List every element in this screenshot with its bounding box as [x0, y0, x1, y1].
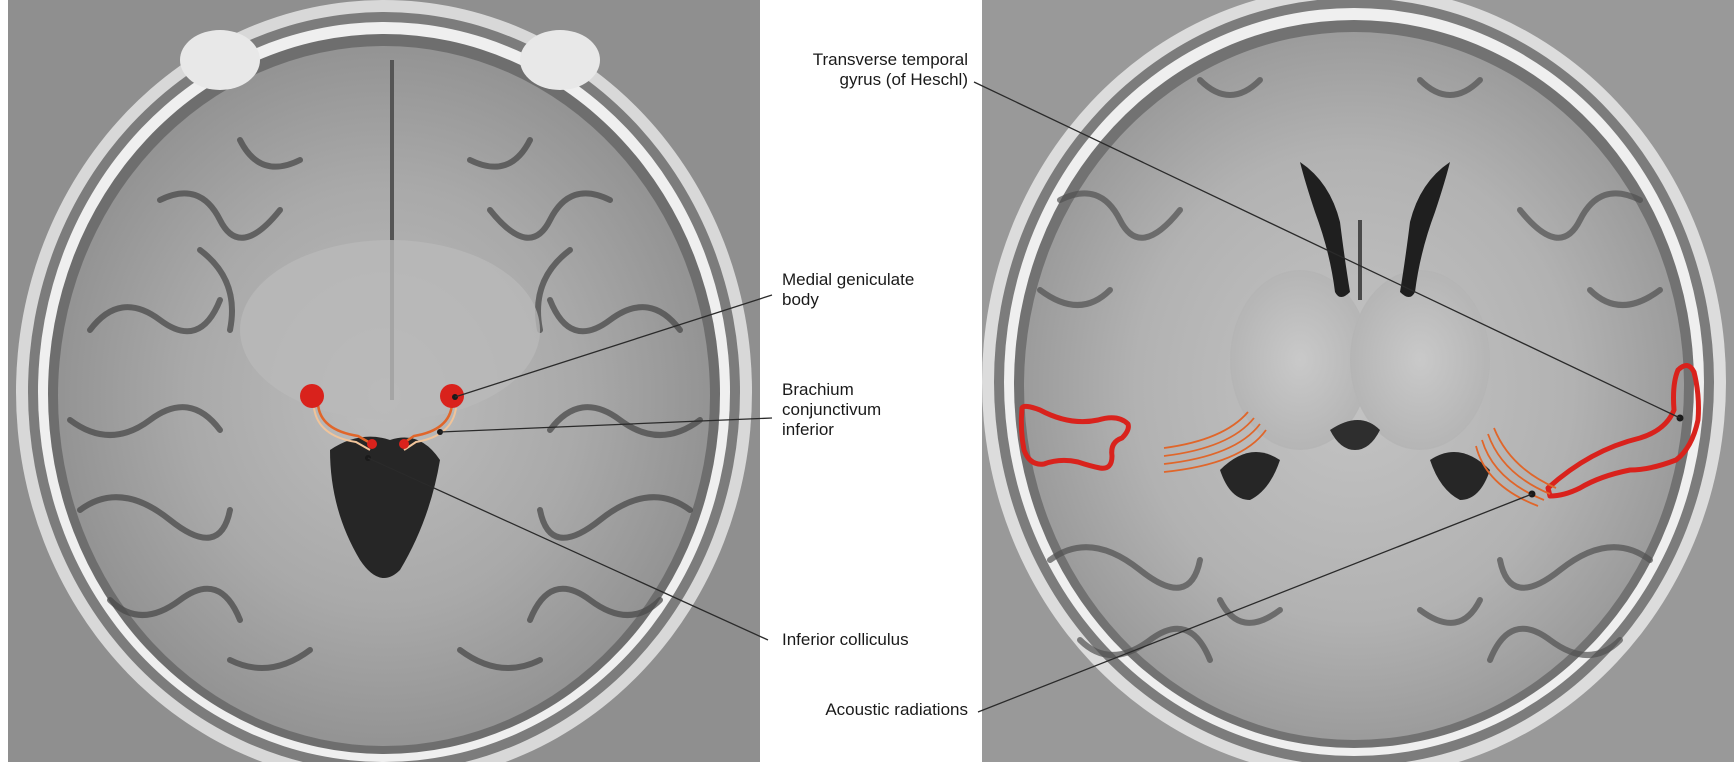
inferior-colliculus-left-marker	[367, 439, 377, 449]
label-line: Acoustic radiations	[760, 700, 968, 720]
label-inferior-colliculus: Inferior colliculus	[782, 630, 909, 650]
label-line: gyrus (of Heschl)	[760, 70, 968, 90]
label-transverse-temporal-gyrus: Transverse temporal gyrus (of Heschl)	[760, 50, 968, 90]
inferior-colliculus-right-marker	[399, 439, 409, 449]
label-acoustic-radiations: Acoustic radiations	[760, 700, 968, 720]
medial-geniculate-body-left-marker	[300, 384, 324, 408]
medial-geniculate-body-right-marker	[440, 384, 464, 408]
label-line: Brachium	[782, 380, 881, 400]
label-brachium-conjunctivum-inferior: Brachium conjunctivum inferior	[782, 380, 881, 440]
mri-panel-left	[8, 0, 760, 762]
label-line: Inferior colliculus	[782, 630, 909, 650]
label-line: inferior	[782, 420, 881, 440]
mri-panel-right	[982, 0, 1734, 762]
label-line: Transverse temporal	[760, 50, 968, 70]
label-line: conjunctivum	[782, 400, 881, 420]
label-line: Medial geniculate	[782, 270, 914, 290]
label-medial-geniculate-body: Medial geniculate body	[782, 270, 914, 310]
label-line: body	[782, 290, 914, 310]
